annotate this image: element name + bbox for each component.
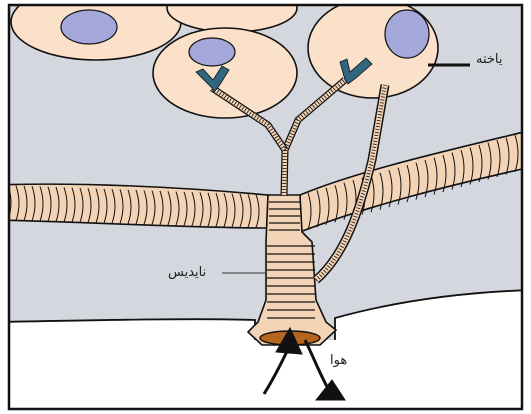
nucleus: [189, 38, 235, 66]
tracheole-label: نایدیس: [168, 265, 206, 281]
air-label: هوا: [330, 353, 347, 369]
nucleus: [61, 10, 117, 44]
cell-label: یاخته: [476, 52, 503, 68]
nucleus: [385, 10, 429, 58]
